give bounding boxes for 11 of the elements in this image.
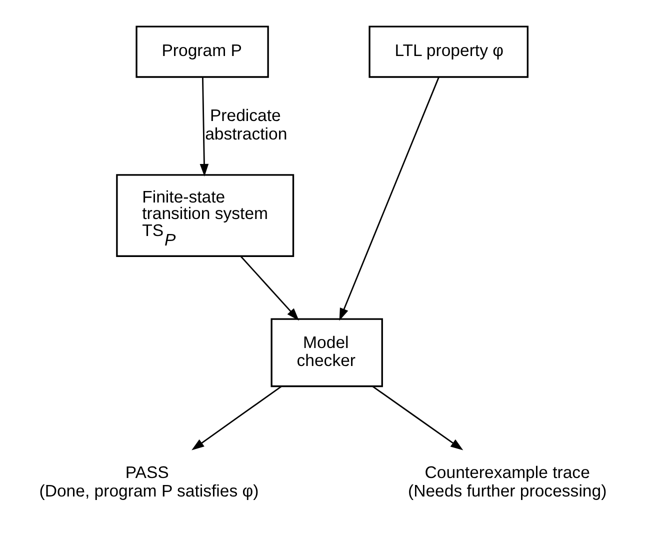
- node-box: Model checker: [270, 318, 383, 388]
- edge-label: Predicate abstraction: [205, 106, 288, 144]
- node-text: Counterexample trace (Needs further processing): [408, 463, 607, 500]
- arrow: [240, 256, 300, 321]
- arrow: [372, 386, 464, 450]
- node-text: PASS (Done, program P satisfies φ): [39, 463, 259, 500]
- node-box: LTL property φ: [368, 26, 528, 78]
- arrow: [192, 386, 282, 450]
- arrow: [200, 78, 209, 177]
- node-box: Program P: [136, 26, 269, 78]
- arrow: [339, 76, 440, 321]
